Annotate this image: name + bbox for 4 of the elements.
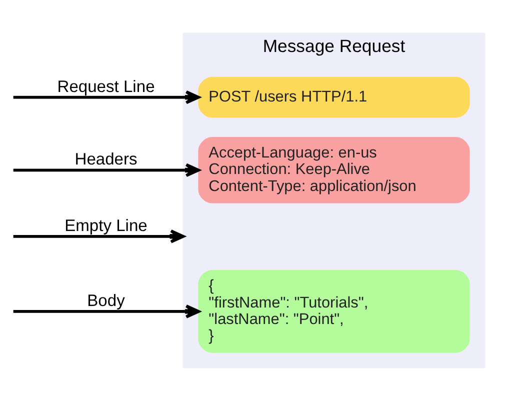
edge-label: Headers bbox=[74, 149, 138, 168]
edge-label: Empty Line bbox=[64, 215, 148, 234]
edge-label: Body bbox=[87, 290, 125, 310]
edge-label: Request Line bbox=[57, 76, 155, 96]
